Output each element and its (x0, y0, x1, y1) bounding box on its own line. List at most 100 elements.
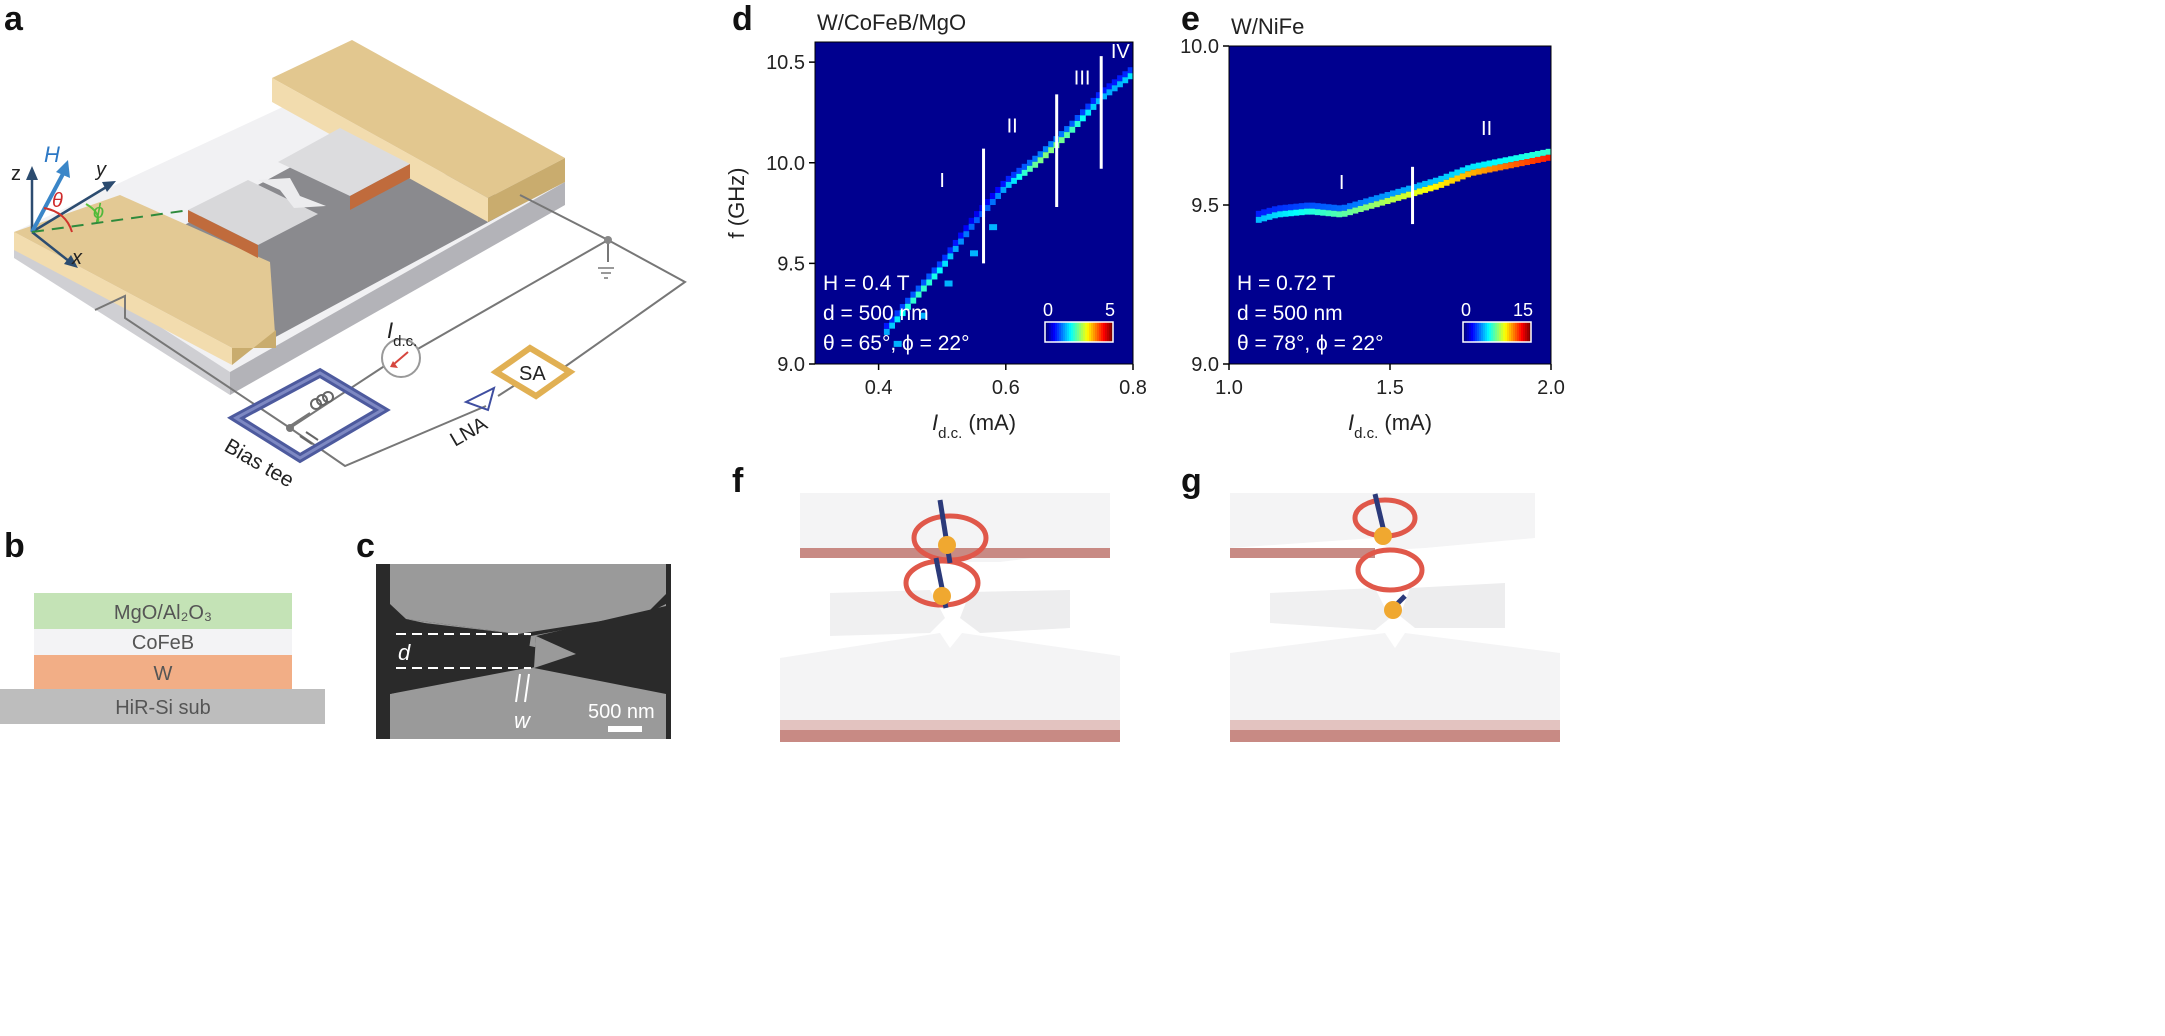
x-tick-label: 0.6 (992, 377, 1020, 399)
heatmap-halo-cell (1443, 173, 1450, 180)
heatmap-halo-cell (1064, 126, 1070, 133)
param-label: d = 500 nm (823, 302, 929, 325)
heatmap-halo-cell (1379, 193, 1386, 200)
heatmap-halo-cell (1336, 205, 1343, 212)
param-label: H = 0.72 T (1237, 272, 1335, 295)
colorbar-segment (1481, 322, 1484, 342)
heatmap-halo-cell (1411, 184, 1418, 191)
colorbar-segment (1473, 322, 1476, 342)
colorbar-segment (1049, 322, 1052, 342)
plot-frame (814, 41, 1134, 365)
heatmap-ridge-cell (1427, 185, 1434, 192)
colorbar-segment (1067, 322, 1070, 342)
heatmap-ridge-cell (1390, 196, 1396, 203)
heatmap-ridge-cell (968, 223, 975, 230)
heatmap-ridge-cell (1005, 181, 1012, 188)
colorbar-segment (1505, 322, 1508, 342)
heatmap-halo-cell (1416, 182, 1423, 189)
colorbar-segment (1489, 322, 1492, 342)
heatmap-halo-cell (1127, 67, 1134, 74)
heatmap-ridge-cell (1529, 158, 1536, 165)
heatmap-secondary-cell (970, 250, 978, 257)
x-tick-label: 2.0 (1537, 377, 1565, 399)
chart-title: W/CoFeB/MgO (817, 10, 966, 35)
colorbar-segment (1075, 322, 1078, 342)
colorbar-segment (1521, 322, 1524, 342)
axis-label-z: z (11, 163, 21, 185)
heatmap-ridge-cell (1438, 181, 1445, 188)
layer-mgo (34, 593, 292, 629)
colorbar-segment (1109, 322, 1112, 342)
heatmap-ridge-cell (1459, 173, 1466, 180)
layer-label-mgo: MgO/Al₂O₃ (114, 602, 212, 624)
spin-ball-g2 (1384, 601, 1402, 619)
colorbar-segment (1065, 322, 1068, 342)
heatmap-halo-cell (905, 297, 911, 304)
heatmap-halo-cell (1347, 203, 1353, 210)
heatmap-ridge-cell (1266, 213, 1273, 220)
heatmap-halo-cell (1384, 192, 1391, 199)
heatmap-halo-cell (1090, 97, 1097, 104)
colorbar-segment (1475, 322, 1478, 342)
colorbar-segment (1069, 322, 1072, 342)
heatmap-halo-cell (1271, 206, 1278, 213)
heatmap-ridge-cell (1325, 210, 1332, 217)
x-tick-label: 0.4 (865, 377, 893, 399)
heatmap-halo-cell (1011, 171, 1017, 178)
heatmap-ridge-cell (1000, 186, 1007, 193)
heatmap-halo-cell (1497, 158, 1504, 165)
layer-label-substrate: HiR-Si sub (115, 697, 211, 719)
heatmap-halo-cell (921, 279, 927, 286)
heatmap-ridge-cell (1518, 160, 1525, 167)
heatmap-halo-cell (1357, 199, 1364, 206)
heatmap-halo-cell (1502, 157, 1509, 164)
heatmap-halo-cell (942, 254, 948, 261)
heatmap-ridge-cell (1422, 186, 1429, 193)
colorbar-segment (1103, 322, 1106, 342)
heatmap-halo-cell (1106, 83, 1113, 90)
theta-label: θ (52, 190, 63, 212)
heatmap-ridge-cell (1347, 209, 1353, 216)
heatmap-halo-cell (894, 310, 901, 317)
colorbar-frame (1462, 321, 1532, 343)
heatmap-halo-cell (1470, 163, 1477, 170)
y-tick-label: 9.5 (777, 253, 805, 275)
heatmap-ridge-cell (1481, 167, 1488, 174)
heatmap-halo-cell (1320, 203, 1327, 210)
heatmap-halo-cell (1406, 185, 1412, 192)
heatmap-ridge-cell (915, 291, 922, 298)
colorbar-segment (1491, 322, 1494, 342)
bias-tee-node (286, 424, 294, 432)
heatmap-ridge-cell (1449, 177, 1455, 184)
heatmap-ridge-cell (1470, 169, 1477, 176)
panel-label-c: c (356, 527, 375, 565)
colorbar-segment (1509, 322, 1512, 342)
heatmap-halo-cell (936, 261, 943, 268)
colorbar-segment (1525, 322, 1528, 342)
axis-label-y: y (94, 159, 107, 181)
heatmap-ridge-cell (1304, 208, 1310, 215)
left-electrode-side (232, 330, 276, 365)
panel-label-f: f (732, 462, 744, 500)
colorbar-segment (1053, 322, 1056, 342)
heatmap-ridge-cell (952, 245, 959, 252)
heatmap-ridge-cell (894, 316, 901, 323)
y-tick-label: 9.0 (1191, 354, 1219, 376)
colorbar-segment (1495, 322, 1498, 342)
heatmap-halo-cell (1101, 87, 1107, 94)
layer-w (34, 655, 292, 689)
heatmap-ridge-cell (1475, 168, 1482, 175)
colorbar-segment (1093, 322, 1096, 342)
heatmap-ridge-cell (1271, 212, 1278, 219)
heatmap-halo-cell (1363, 198, 1370, 205)
heatmap-ridge-cell (1111, 85, 1118, 92)
region-label: II (1007, 116, 1018, 138)
heatmap-ridge-cell (1491, 165, 1498, 172)
heatmap-ridge-cell (1384, 198, 1391, 205)
colorbar-segment (1483, 322, 1486, 342)
heatmap-halo-cell (1048, 141, 1054, 148)
y-tick-label: 10.0 (1180, 36, 1219, 58)
colorbar-segment (1477, 322, 1480, 342)
heatmap-ridge-cell (974, 217, 980, 224)
